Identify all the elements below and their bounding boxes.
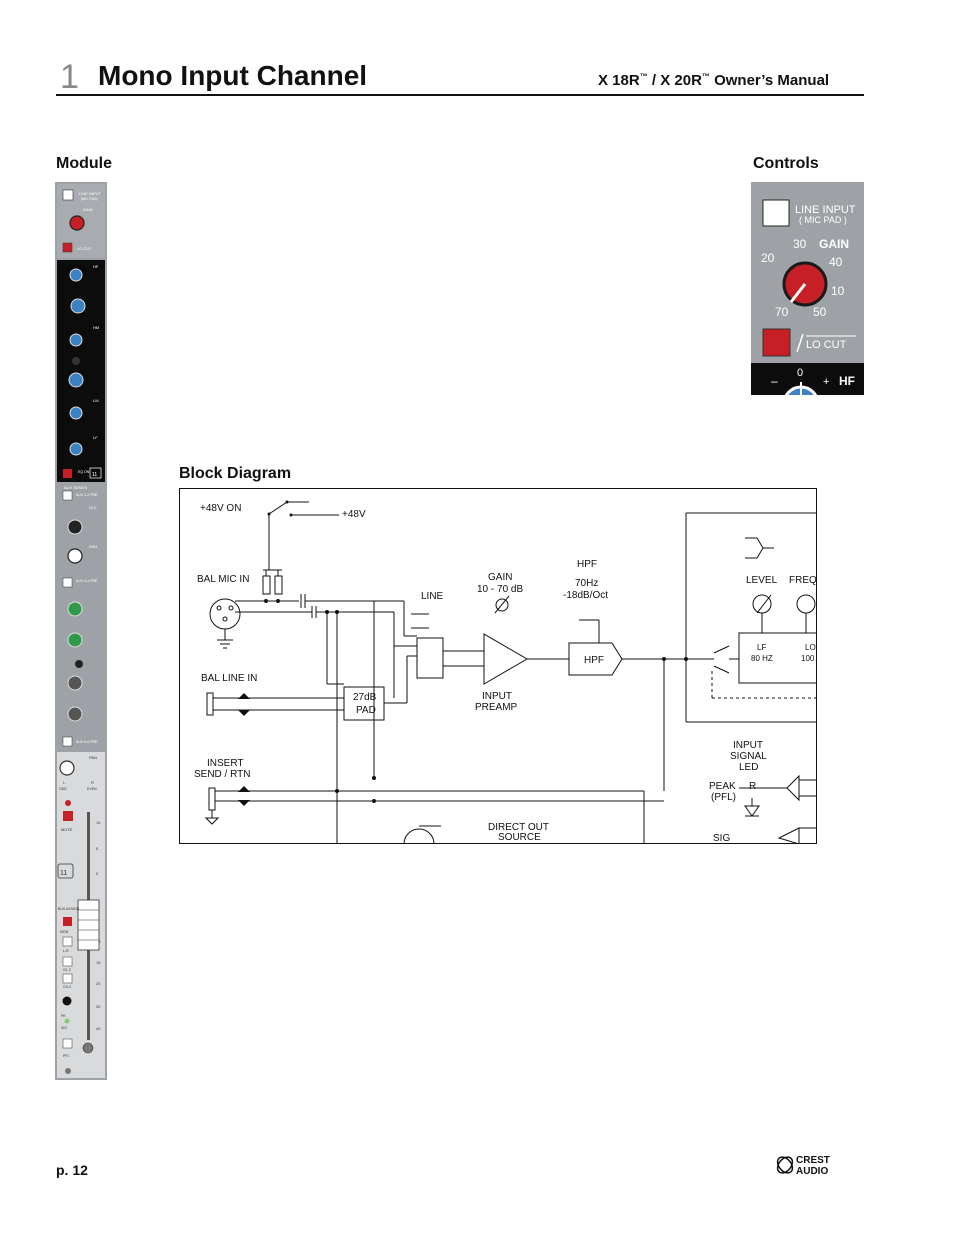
svg-text:EVEN: EVEN bbox=[87, 787, 97, 791]
svg-text:HPF: HPF bbox=[584, 655, 604, 666]
svg-text:HF: HF bbox=[93, 264, 99, 269]
page-number: p. 12 bbox=[56, 1162, 88, 1178]
svg-text:AUX 5-6 PRE: AUX 5-6 PRE bbox=[76, 740, 98, 744]
svg-text:AUX SENDS: AUX SENDS bbox=[64, 485, 87, 490]
svg-text:50: 50 bbox=[813, 305, 827, 319]
module-strip-image: LINE INPUT (MIC PAD) GAIN LO CUT HF HM L… bbox=[55, 182, 107, 1080]
svg-text:SIG: SIG bbox=[713, 833, 730, 844]
svg-text:LF: LF bbox=[757, 643, 766, 652]
svg-text:27dB: 27dB bbox=[353, 692, 377, 703]
svg-text:PREAMP: PREAMP bbox=[475, 702, 518, 713]
svg-text:LO: LO bbox=[805, 643, 816, 652]
svg-text:R: R bbox=[91, 780, 94, 785]
svg-text:GAIN: GAIN bbox=[488, 572, 512, 583]
chapter-title: Mono Input Channel bbox=[98, 60, 368, 91]
svg-text:SIGNAL: SIGNAL bbox=[730, 751, 767, 762]
svg-text:BAL MIC IN: BAL MIC IN bbox=[197, 574, 249, 585]
svg-text:40: 40 bbox=[96, 1026, 101, 1031]
svg-text:AUX 1-2 PRE: AUX 1-2 PRE bbox=[76, 493, 98, 497]
svg-text:INSERT: INSERT bbox=[207, 758, 244, 769]
svg-text:MON: MON bbox=[60, 930, 69, 934]
svg-text:LED: LED bbox=[739, 762, 758, 773]
crest-audio-logo: CREST AUDIO bbox=[776, 1155, 830, 1177]
module-heading: Module bbox=[56, 155, 112, 172]
controls-heading: Controls bbox=[753, 155, 819, 172]
svg-text:L-R: L-R bbox=[63, 949, 69, 953]
svg-text:LF: LF bbox=[93, 435, 98, 440]
svg-text:FREQ: FREQ bbox=[789, 575, 817, 586]
svg-text:L: L bbox=[63, 780, 66, 785]
svg-text:0: 0 bbox=[96, 871, 99, 876]
manual-title: X 18R™ / X 20R™ Owner’s Manual bbox=[598, 72, 830, 89]
svg-text:G1-2: G1-2 bbox=[63, 968, 71, 972]
svg-text:INPUT: INPUT bbox=[733, 740, 763, 751]
svg-text:70Hz: 70Hz bbox=[575, 578, 598, 589]
svg-text:HM: HM bbox=[93, 325, 99, 330]
svg-text:LINE INPUT: LINE INPUT bbox=[795, 204, 856, 216]
svg-text:+48V ON: +48V ON bbox=[200, 503, 241, 514]
svg-text:10 - 70 dB: 10 - 70 dB bbox=[477, 584, 523, 595]
svg-text:80 HZ: 80 HZ bbox=[751, 654, 773, 663]
svg-text:10: 10 bbox=[96, 820, 101, 825]
svg-text:AUX 3-4 PRE: AUX 3-4 PRE bbox=[76, 579, 98, 583]
svg-text:40: 40 bbox=[829, 255, 843, 269]
svg-text:PEAK: PEAK bbox=[709, 781, 736, 792]
svg-text:PK: PK bbox=[61, 1014, 66, 1018]
svg-text:30: 30 bbox=[96, 1004, 101, 1009]
svg-text:GAIN: GAIN bbox=[83, 207, 93, 212]
svg-text:30: 30 bbox=[793, 237, 807, 251]
svg-text:LEVEL: LEVEL bbox=[746, 575, 778, 586]
svg-text:+48V: +48V bbox=[342, 509, 366, 520]
svg-text:15: 15 bbox=[96, 960, 101, 965]
svg-text:LEV: LEV bbox=[89, 505, 97, 510]
svg-text:100: 100 bbox=[801, 654, 815, 663]
svg-text:11: 11 bbox=[60, 870, 67, 877]
svg-text:LINE INPUT: LINE INPUT bbox=[79, 191, 102, 196]
svg-text:G3-4: G3-4 bbox=[63, 985, 71, 989]
svg-text:BAL LINE IN: BAL LINE IN bbox=[201, 673, 257, 684]
svg-text:20: 20 bbox=[761, 251, 775, 265]
svg-text:DIRECT OUT: DIRECT OUT bbox=[488, 822, 549, 833]
svg-text:11: 11 bbox=[92, 472, 97, 478]
svg-text:-18dB/Oct: -18dB/Oct bbox=[563, 590, 608, 601]
svg-text:0: 0 bbox=[797, 367, 803, 379]
header-rule bbox=[56, 94, 864, 96]
controls-closeup-image: LINE INPUT ( MIC PAD ) 30 GAIN 20 40 10 … bbox=[751, 182, 864, 395]
svg-text:PFL: PFL bbox=[63, 1054, 69, 1058]
svg-text:CREST: CREST bbox=[796, 1155, 830, 1166]
svg-text:R: R bbox=[749, 781, 756, 792]
svg-text:INPUT: INPUT bbox=[482, 691, 512, 702]
block-diagram: +48V ON +48V BAL MIC IN LINE GAIN 10 - 7… bbox=[179, 488, 817, 844]
block-diagram-heading: Block Diagram bbox=[179, 465, 292, 482]
svg-text:SEND / RTN: SEND / RTN bbox=[194, 769, 251, 780]
svg-text:MUTE: MUTE bbox=[61, 827, 73, 832]
svg-text:10: 10 bbox=[831, 284, 845, 298]
svg-text:–: – bbox=[771, 374, 778, 388]
svg-text:EQ ON: EQ ON bbox=[78, 470, 90, 474]
svg-text:SIG: SIG bbox=[61, 1026, 67, 1030]
svg-text:PAN: PAN bbox=[89, 755, 97, 760]
svg-text:(MIC PAD): (MIC PAD) bbox=[81, 197, 98, 201]
svg-text:LO CUT: LO CUT bbox=[77, 246, 92, 251]
svg-text:5: 5 bbox=[96, 846, 99, 851]
svg-text:SOURCE: SOURCE bbox=[498, 832, 541, 843]
svg-text:+: + bbox=[823, 376, 829, 388]
svg-text:70: 70 bbox=[775, 305, 789, 319]
svg-text:( MIC PAD ): ( MIC PAD ) bbox=[799, 215, 847, 225]
svg-text:PAN: PAN bbox=[89, 544, 97, 549]
svg-text:PAD: PAD bbox=[356, 705, 376, 716]
svg-text:LINE: LINE bbox=[421, 591, 444, 602]
svg-text:LO CUT: LO CUT bbox=[806, 339, 847, 351]
svg-text:LM: LM bbox=[93, 398, 99, 403]
svg-text:(PFL): (PFL) bbox=[711, 792, 736, 803]
svg-text:HF: HF bbox=[839, 374, 855, 388]
svg-text:BUS ASSIGN: BUS ASSIGN bbox=[58, 907, 80, 911]
svg-text:20: 20 bbox=[96, 981, 101, 986]
chapter-number: 1 bbox=[60, 58, 79, 96]
svg-text:GAIN: GAIN bbox=[819, 237, 849, 251]
svg-text:HPF: HPF bbox=[577, 559, 597, 570]
svg-text:ODD: ODD bbox=[59, 787, 67, 791]
svg-text:AUDIO: AUDIO bbox=[796, 1166, 828, 1177]
